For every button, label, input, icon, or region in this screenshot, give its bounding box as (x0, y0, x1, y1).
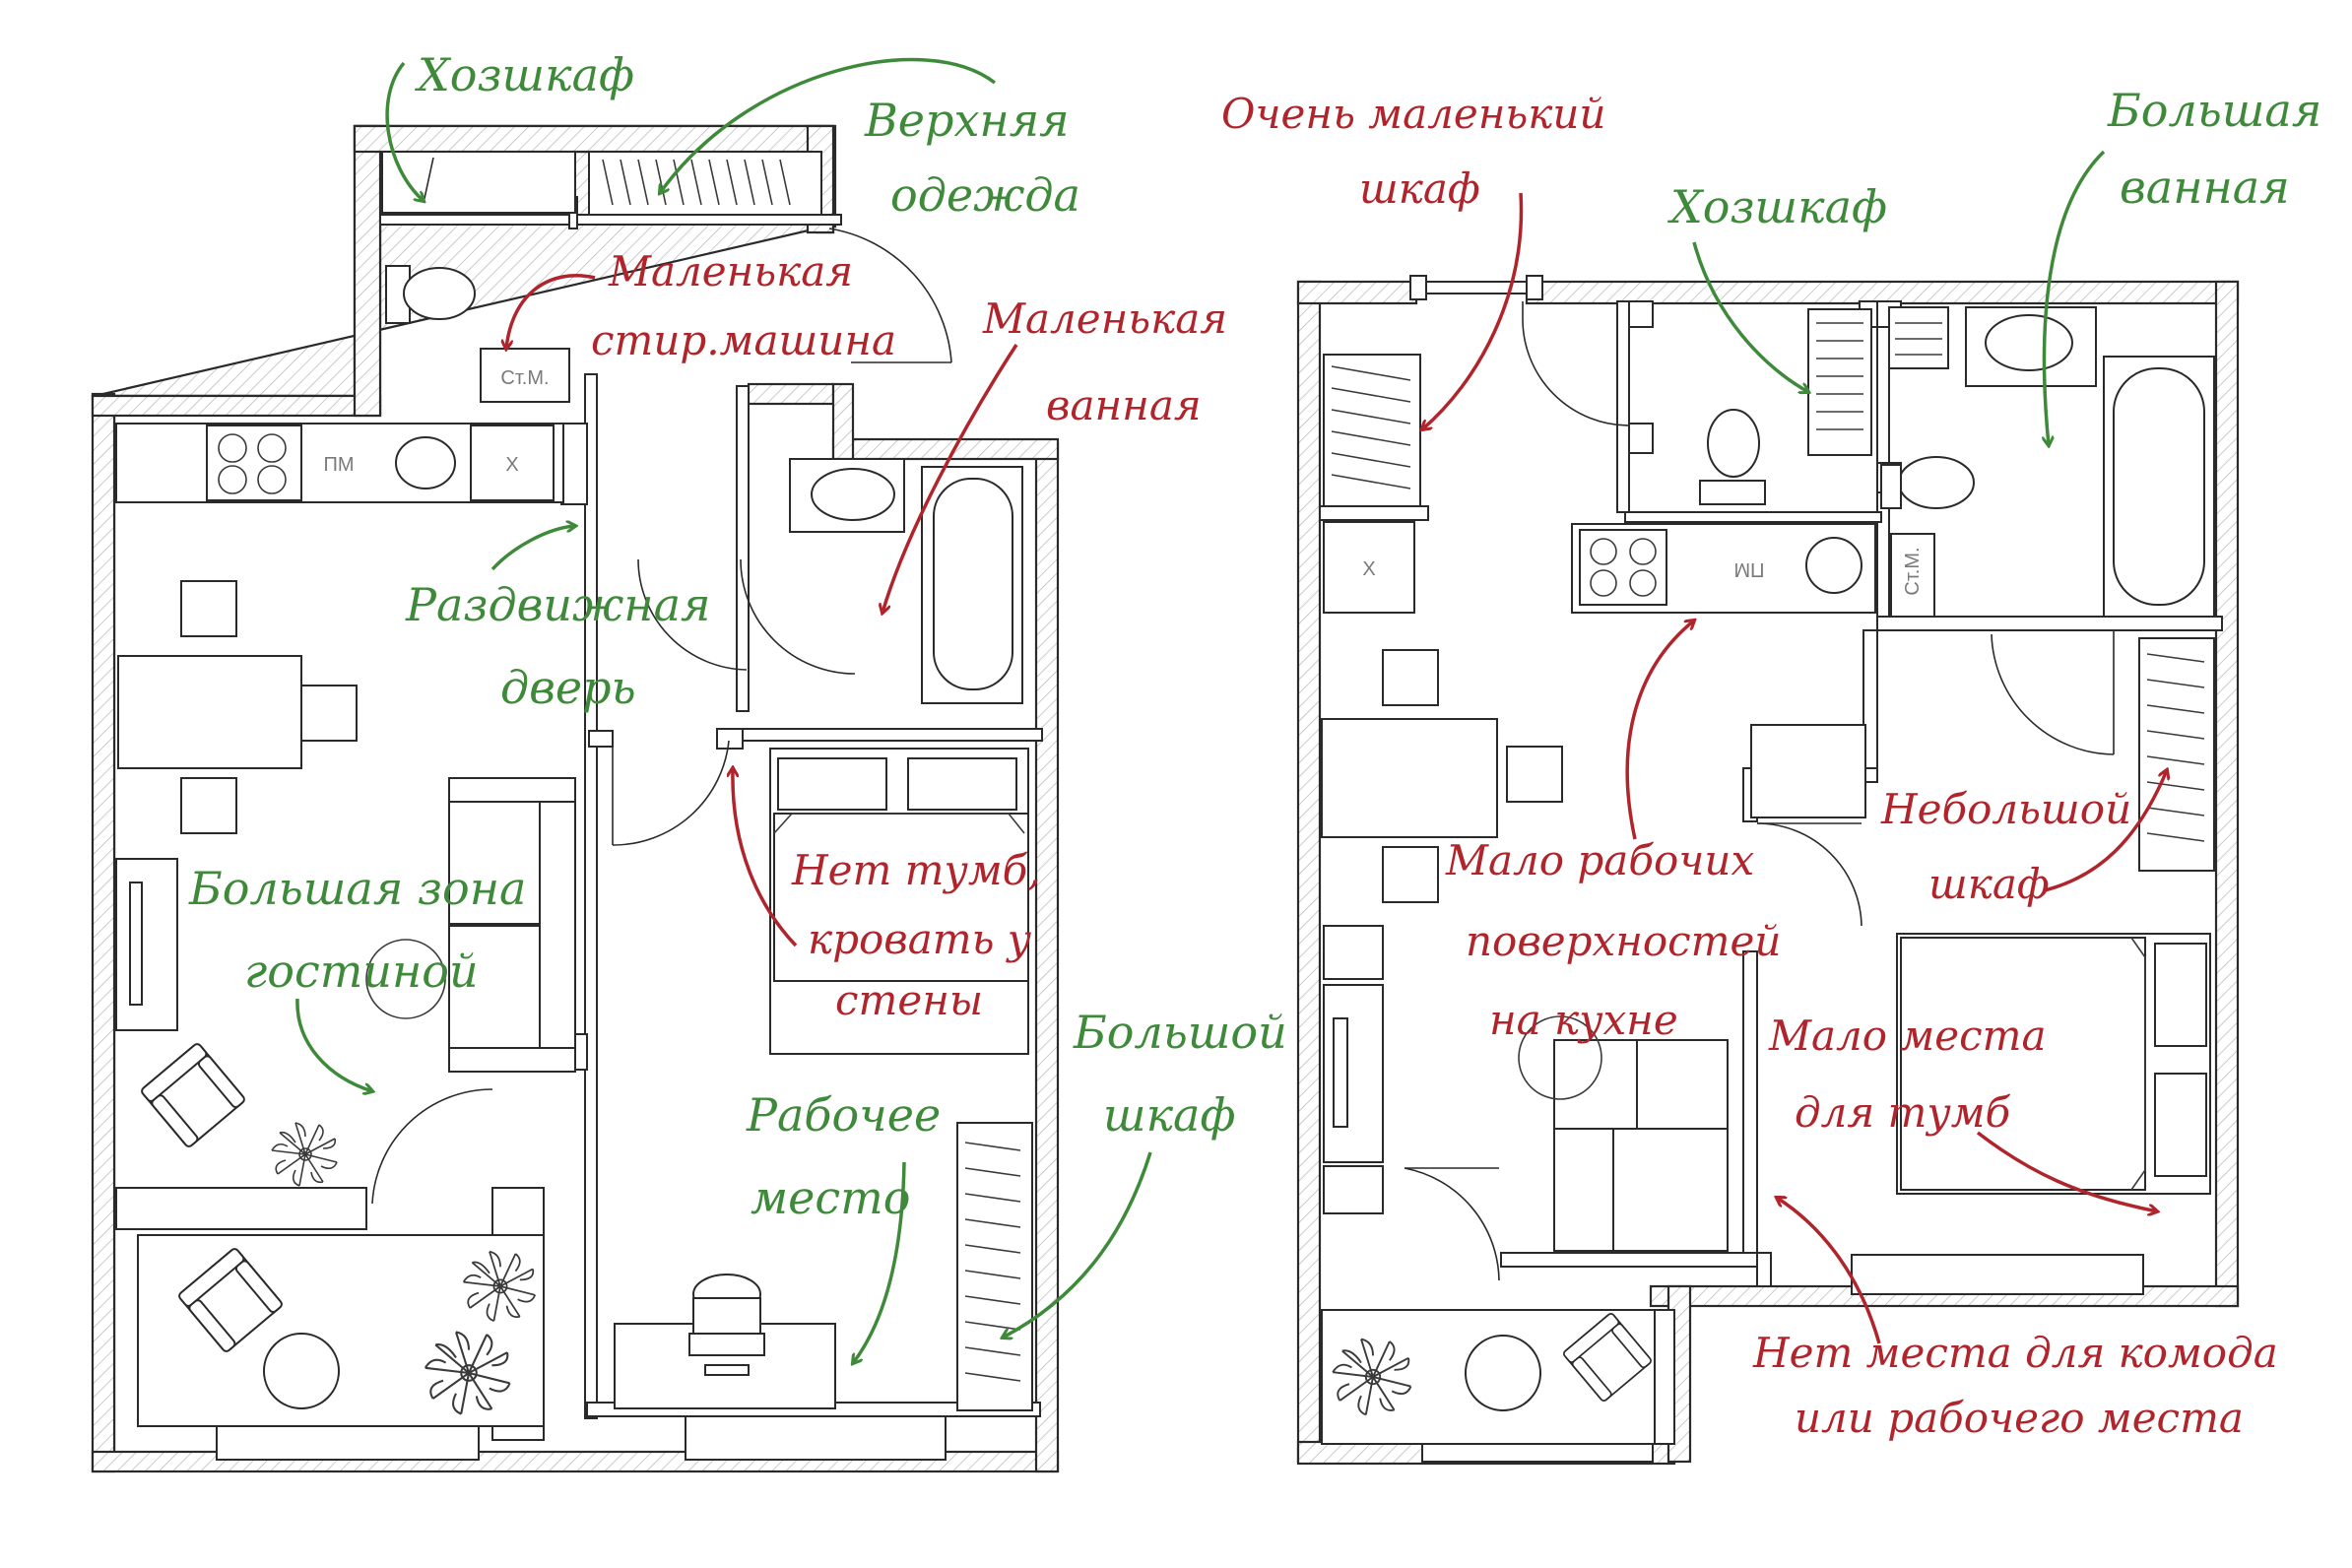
note-no-nightstands-line2: кровать у (808, 915, 1032, 963)
note-sliding-door-line2: дверь (500, 661, 636, 714)
note-small-washer-line1: Маленькая (608, 247, 853, 295)
note-no-nightstands-line1: Нет тумб, (791, 846, 1041, 894)
right-washer-label: Ст.М. (1902, 547, 1924, 595)
note-small-wardrobe-line2: шкаф (1928, 860, 2050, 908)
left-balcony-furniture (176, 1246, 537, 1415)
right-pantry (1807, 308, 1872, 456)
note-big-bath-line1: Большая (2107, 84, 2321, 137)
left-sofa (365, 777, 576, 1073)
left-tv (115, 858, 178, 1031)
right-bedroom-bed (1896, 933, 2211, 1195)
note-no-nightstands-line3: стены (835, 976, 983, 1024)
right-floor-plan: ПМ Х Ст.М. (1296, 275, 2240, 1466)
note-tiny-wardrobe-line2: шкаф (1359, 164, 1480, 213)
note-big-wardrobe-line2: шкаф (1103, 1088, 1235, 1142)
note-few-surfaces-line2: поверхностей (1466, 917, 1781, 965)
note-no-room-nightstands-line1: Мало места (1768, 1012, 2047, 1060)
note-outerwear-line1: Верхняя (864, 94, 1070, 147)
right-annotations: Очень маленький шкаф Хозшкаф Большая ван… (1221, 84, 2321, 1442)
note-no-room-nightstands-line2: для тумб (1795, 1088, 2011, 1137)
note-few-surfaces-line3: на кухне (1489, 996, 1678, 1044)
left-fridge-label: Х (505, 454, 518, 476)
note-pantry-right: Хозшкаф (1667, 180, 1887, 233)
note-big-wardrobe-line1: Большой (1073, 1006, 1287, 1059)
left-floor-plan: Ст.М. ПМ Х (91, 124, 1060, 1473)
right-sofa (1518, 1015, 1729, 1252)
right-toilet (1699, 409, 1766, 505)
note-sliding-door-line1: Раздвижная (405, 578, 711, 631)
right-kitchen-counter: ПМ (1571, 523, 1876, 614)
note-workplace-line2: место (751, 1171, 910, 1224)
left-desk (614, 1274, 836, 1409)
note-no-room-dresser-line1: Нет места для комода (1752, 1329, 2278, 1377)
left-armchair (139, 1041, 338, 1187)
left-washer-label: Ст.М. (500, 367, 549, 389)
left-bathroom (740, 458, 1023, 704)
note-tiny-wardrobe-line1: Очень маленький (1221, 90, 1605, 138)
note-pantry-left: Хозшкаф (415, 48, 634, 101)
right-fridge: Х (1323, 521, 1415, 614)
right-tiny-wardrobe (1323, 354, 1421, 507)
right-small-wardrobe (2138, 637, 2215, 872)
right-balcony-furniture (1321, 1309, 1675, 1445)
left-toilet (385, 265, 476, 324)
note-small-wardrobe-line1: Небольшой (1880, 785, 2131, 833)
note-small-bath-line2: ванная (1046, 381, 1202, 429)
left-dining-set (117, 580, 358, 834)
right-dining-set (1321, 649, 1866, 903)
right-bathroom: Ст.М. (1880, 306, 2215, 755)
note-outerwear-line2: одежда (890, 168, 1080, 222)
note-workplace-line1: Рабочее (746, 1088, 941, 1142)
right-tv (1323, 925, 1384, 1214)
note-living-zone-line1: Большая зона (188, 862, 526, 915)
left-washer: Ст.М. (480, 348, 570, 403)
left-big-wardrobe (956, 1122, 1033, 1411)
right-dishwasher-label: ПМ (1733, 558, 1764, 580)
note-few-surfaces-line1: Мало рабочих (1445, 836, 1754, 884)
note-no-room-dresser-line2: или рабочего места (1795, 1394, 2244, 1442)
note-living-zone-line2: гостиной (244, 945, 479, 998)
left-kitchen-counter: ПМ Х (115, 423, 564, 503)
note-small-bath-line1: Маленькая (982, 294, 1227, 343)
note-small-washer-line2: стир.машина (591, 316, 896, 364)
right-fridge-label: Х (1362, 558, 1375, 580)
left-bedroom-bed (769, 748, 1029, 1055)
left-annotations: Хозшкаф Верхняя одежда Маленькая стир.ма… (188, 48, 1287, 1363)
left-dishwasher-label: ПМ (323, 454, 354, 476)
note-big-bath-line2: ванная (2120, 161, 2290, 214)
